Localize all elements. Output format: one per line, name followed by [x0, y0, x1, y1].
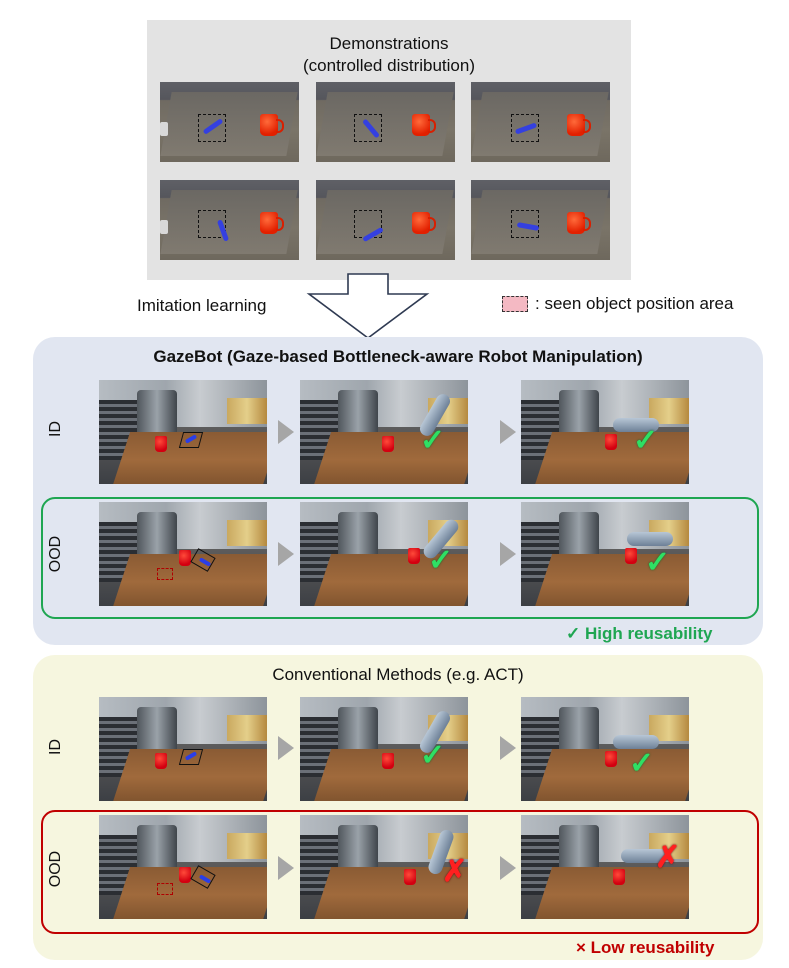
- check-icon: ✓: [629, 747, 655, 780]
- gazebot-ood-frame-1: [99, 502, 267, 606]
- check-icon: ✓: [645, 546, 671, 579]
- demonstrations-subtitle: (controlled distribution): [303, 56, 475, 75]
- demo-image: [160, 180, 299, 260]
- gazebot-ood-frame-3: ✓: [521, 502, 689, 606]
- seen-area-legend: : seen object position area: [535, 294, 734, 313]
- conventional-ood-frame-1: [99, 815, 267, 919]
- conventional-ood-box: [41, 810, 759, 934]
- check-icon: ✓: [420, 739, 446, 772]
- demonstrations-panel: Demonstrations (controlled distribution): [147, 20, 631, 280]
- demonstrations-title: Demonstrations: [329, 34, 449, 53]
- high-reusability-label: ✓ High reusability: [566, 624, 713, 643]
- conventional-ood-frame-3: ✗: [521, 815, 689, 919]
- check-icon: ✓: [633, 424, 659, 457]
- demo-image: [316, 82, 455, 162]
- gazebot-id-frame-2: ✓: [300, 380, 468, 484]
- gazebot-id-label: ID: [47, 421, 64, 437]
- demo-image: [160, 82, 299, 162]
- conventional-id-label: ID: [47, 739, 64, 755]
- conventional-id-frame-1: [99, 697, 267, 801]
- check-icon: ✓: [428, 544, 454, 577]
- down-arrow-icon: [306, 273, 430, 339]
- conventional-title: Conventional Methods (e.g. ACT): [272, 665, 524, 684]
- cross-icon: ✗: [655, 841, 681, 874]
- next-step-icon: [278, 420, 294, 444]
- gazebot-id-frame-3: ✓: [521, 380, 689, 484]
- demo-image: [316, 180, 455, 260]
- next-step-icon: [278, 542, 294, 566]
- next-step-icon: [278, 736, 294, 760]
- conventional-id-frame-3: ✓: [521, 697, 689, 801]
- check-icon: ✓: [420, 424, 446, 457]
- low-reusability-label: × Low reusability: [576, 938, 715, 957]
- gazebot-ood-frame-2: ✓: [300, 502, 468, 606]
- demo-image: [471, 82, 610, 162]
- imitation-learning-label: Imitation learning: [137, 296, 267, 315]
- gazebot-id-frame-1: [99, 380, 267, 484]
- next-step-icon: [278, 856, 294, 880]
- next-step-icon: [500, 542, 516, 566]
- gazebot-ood-box: [41, 497, 759, 619]
- gazebot-title: GazeBot (Gaze-based Bottleneck-aware Rob…: [153, 347, 643, 366]
- next-step-icon: [500, 856, 516, 880]
- conventional-id-frame-2: ✓: [300, 697, 468, 801]
- next-step-icon: [500, 420, 516, 444]
- conventional-ood-frame-2: ✗: [300, 815, 468, 919]
- next-step-icon: [500, 736, 516, 760]
- demo-image: [471, 180, 610, 260]
- seen-area-swatch: [502, 296, 528, 312]
- cross-icon: ✗: [442, 855, 468, 888]
